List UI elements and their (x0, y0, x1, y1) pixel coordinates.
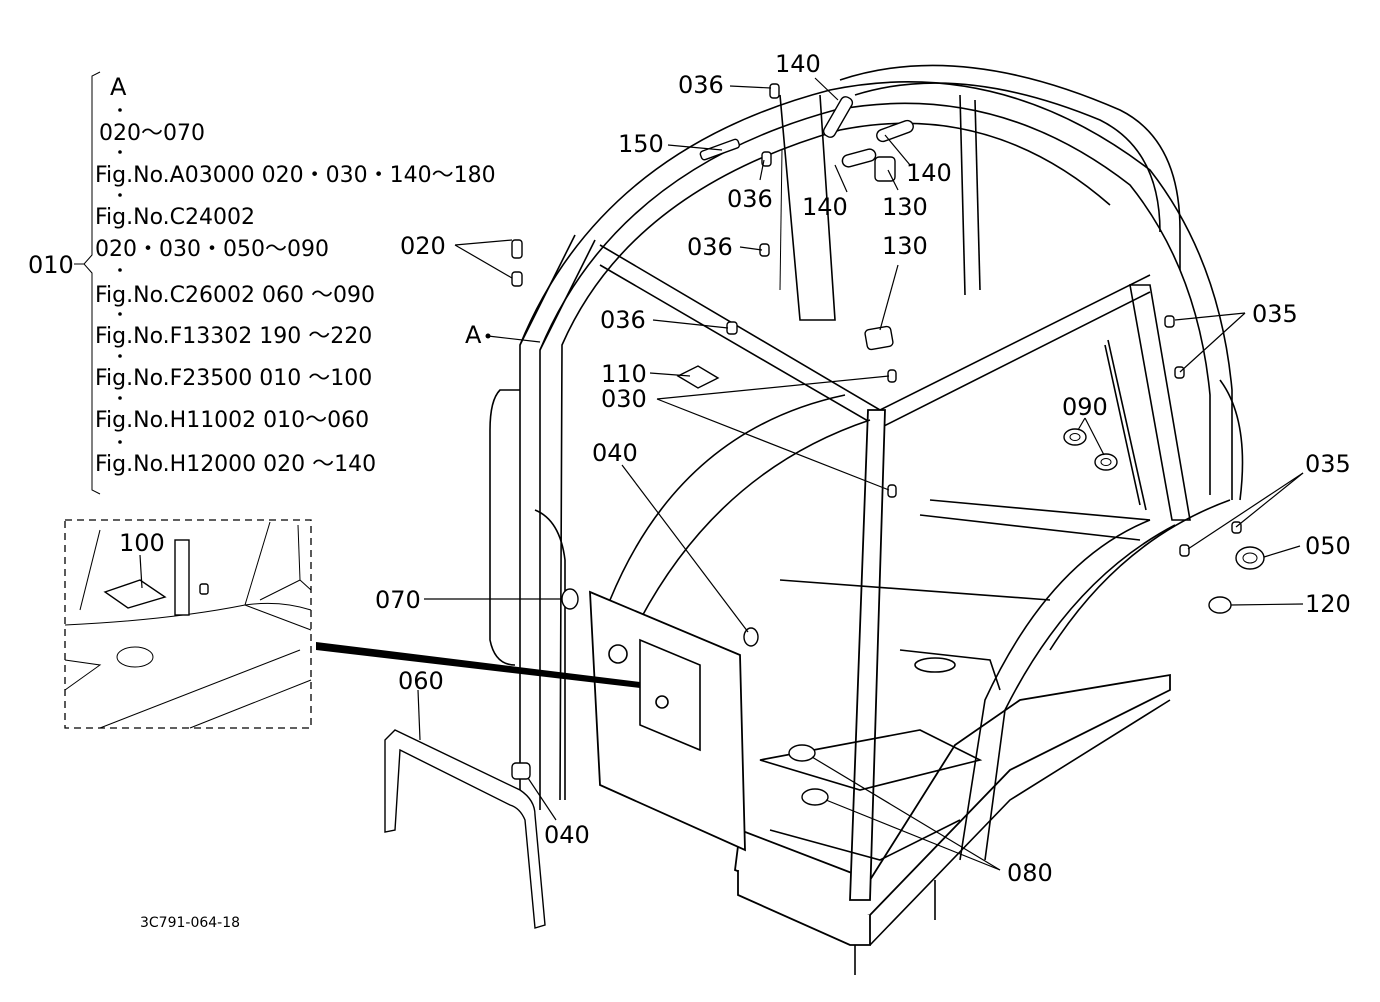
legend: 010 A 020～070 Fig.No.A03000 020・030・140～… (28, 71, 496, 495)
callout-036: 036 (727, 185, 773, 213)
callout-150: 150 (618, 130, 664, 158)
legend-bullet (118, 440, 122, 444)
legend-bullet (118, 193, 122, 197)
legend-line-8: Fig.No.H11002 010～060 (95, 408, 369, 433)
callout-140: 140 (906, 159, 952, 187)
callout-080: 080 (1007, 859, 1053, 887)
leader-lines (139, 77, 1304, 871)
callout-100: 100 (119, 529, 165, 557)
main-arch-inner (539, 102, 1211, 810)
main-arch-outer (519, 81, 1233, 800)
legend-line-4: 020・030・050～090 (95, 237, 329, 262)
callout-A: A (465, 321, 482, 349)
roof-cross-beam (599, 244, 1151, 411)
legend-line-9: Fig.No.H12000 020 ～140 (95, 452, 376, 477)
legend-bullet (118, 268, 122, 272)
callout-036: 036 (600, 306, 646, 334)
parts (511, 83, 1265, 806)
rear-roof-ring (839, 64, 1181, 270)
inset-frame (64, 519, 312, 729)
callout-labels: 036 140 150 036 140 140 130 020 036 130 … (119, 50, 1351, 887)
callout-120: 120 (1305, 590, 1351, 618)
inset-detail (64, 519, 312, 729)
inner-bow (619, 419, 871, 781)
callout-036: 036 (678, 71, 724, 99)
grab-handle-060 (384, 729, 546, 929)
legend-bullet (118, 108, 122, 112)
callout-130: 130 (882, 193, 928, 221)
legend-bullet (118, 354, 122, 358)
legend-line-5: Fig.No.C26002 060 ～090 (95, 283, 375, 308)
callout-035: 035 (1305, 450, 1351, 478)
callout-090: 090 (1062, 393, 1108, 421)
drawing-number: 3C791-064-18 (140, 915, 240, 931)
legend-line-6: Fig.No.F13302 190 ～220 (95, 324, 372, 349)
front-center-post (849, 409, 886, 901)
cab-floor-edge (734, 673, 1171, 916)
strip (174, 539, 190, 616)
callout-110: 110 (601, 360, 647, 388)
cab-floor-skirt (737, 870, 871, 946)
cab-frame (489, 64, 1244, 975)
legend-line-2: Fig.No.A03000 020・030・140～180 (95, 163, 496, 188)
callout-140: 140 (775, 50, 821, 78)
callout-050: 050 (1305, 532, 1351, 560)
callout-020: 020 (400, 232, 446, 260)
inset-pointer-arrow (316, 642, 640, 688)
legend-marker: A (110, 73, 127, 101)
legend-bullet (118, 396, 122, 400)
legend-line-3: Fig.No.C24002 (95, 205, 255, 230)
callout-040: 040 (544, 821, 590, 849)
callout-035: 035 (1252, 300, 1298, 328)
callout-030: 030 (601, 385, 647, 413)
callout-036: 036 (687, 233, 733, 261)
callout-070: 070 (375, 586, 421, 614)
callout-140: 140 (802, 193, 848, 221)
callout-060: 060 (398, 667, 444, 695)
legend-bullet (118, 312, 122, 316)
legend-line-1: 020～070 (99, 121, 205, 146)
legend-line-7: Fig.No.F23500 010 ～100 (95, 366, 372, 391)
pad-100 (103, 579, 167, 609)
legend-bullet (118, 150, 122, 154)
callout-130: 130 (882, 232, 928, 260)
right-rear-post (1129, 284, 1191, 521)
legend-group-label: 010 (28, 251, 74, 279)
callout-040: 040 (592, 439, 638, 467)
dash-panel (589, 590, 746, 852)
rear-window (779, 94, 836, 321)
callout-A-dot (485, 333, 491, 339)
